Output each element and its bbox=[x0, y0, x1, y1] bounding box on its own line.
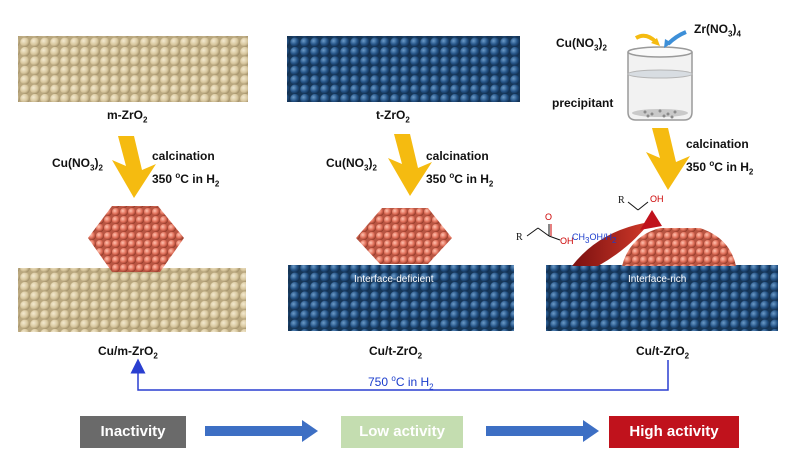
alcohol-oh-label: OH bbox=[650, 194, 664, 204]
cu-t-zro2-label-2: Cu/t-ZrO2 bbox=[636, 344, 690, 361]
cu-nitrate-label-top: Cu(NO3)2 bbox=[556, 36, 607, 53]
cu-m-zro2-support bbox=[18, 268, 246, 332]
cu-t-zro2-label-1: Cu/t-ZrO2 bbox=[369, 344, 423, 361]
calcination-arrow-1 bbox=[112, 136, 156, 198]
precipitant-label: precipitant bbox=[552, 96, 614, 110]
t-zro2-label: t-ZrO2 bbox=[376, 108, 410, 125]
acid-r-label: R bbox=[516, 232, 523, 243]
inactivity-box: Inactivity bbox=[80, 416, 186, 448]
pour-arrow-zr bbox=[666, 30, 687, 46]
cu-t-zro2-support-2 bbox=[546, 265, 778, 331]
interface-deficient-label: Interface-deficient bbox=[354, 274, 434, 285]
cu-particle-2 bbox=[356, 208, 452, 264]
flow-arrow-1 bbox=[205, 420, 318, 442]
alcohol-molecule bbox=[627, 201, 649, 211]
high-activity-box: High activity bbox=[609, 416, 739, 448]
methanol-water-label: CH3OH/H2 bbox=[572, 232, 617, 245]
acid-oh-label: OH bbox=[560, 236, 574, 246]
acid-o-label: O bbox=[545, 212, 553, 222]
calcination-arrow-2 bbox=[388, 134, 432, 196]
reaction-arrow bbox=[572, 222, 650, 266]
carboxylic-acid-molecule bbox=[526, 224, 561, 241]
beaker-icon bbox=[627, 46, 693, 121]
t-zro2-slab bbox=[287, 36, 520, 102]
cu-m-zro2-label: Cu/m-ZrO2 bbox=[98, 344, 158, 361]
calcination-arrow-3 bbox=[646, 128, 690, 190]
low-activity-box: Low activity bbox=[341, 416, 463, 448]
transform-label: 750 oC in H2 bbox=[368, 374, 434, 392]
m-zro2-label: m-ZrO2 bbox=[107, 108, 148, 125]
cu-t-zro2-support-1 bbox=[288, 265, 514, 331]
pour-arrow-cu bbox=[634, 33, 658, 44]
flow-arrow-2 bbox=[486, 420, 599, 442]
interface-rich-label: Interface-rich bbox=[628, 274, 687, 285]
cu-particle-3 bbox=[622, 228, 736, 266]
cu-nitrate-label-1: Cu(NO3)2 bbox=[52, 156, 103, 173]
alcohol-r-label: R bbox=[618, 195, 625, 206]
m-zro2-slab bbox=[18, 36, 248, 102]
transform-path bbox=[130, 358, 669, 391]
cu-nitrate-label-2: Cu(NO3)2 bbox=[326, 156, 377, 173]
cu-particle-1 bbox=[88, 206, 184, 272]
zr-nitrate-label: Zr(NO3)4 bbox=[694, 22, 741, 39]
